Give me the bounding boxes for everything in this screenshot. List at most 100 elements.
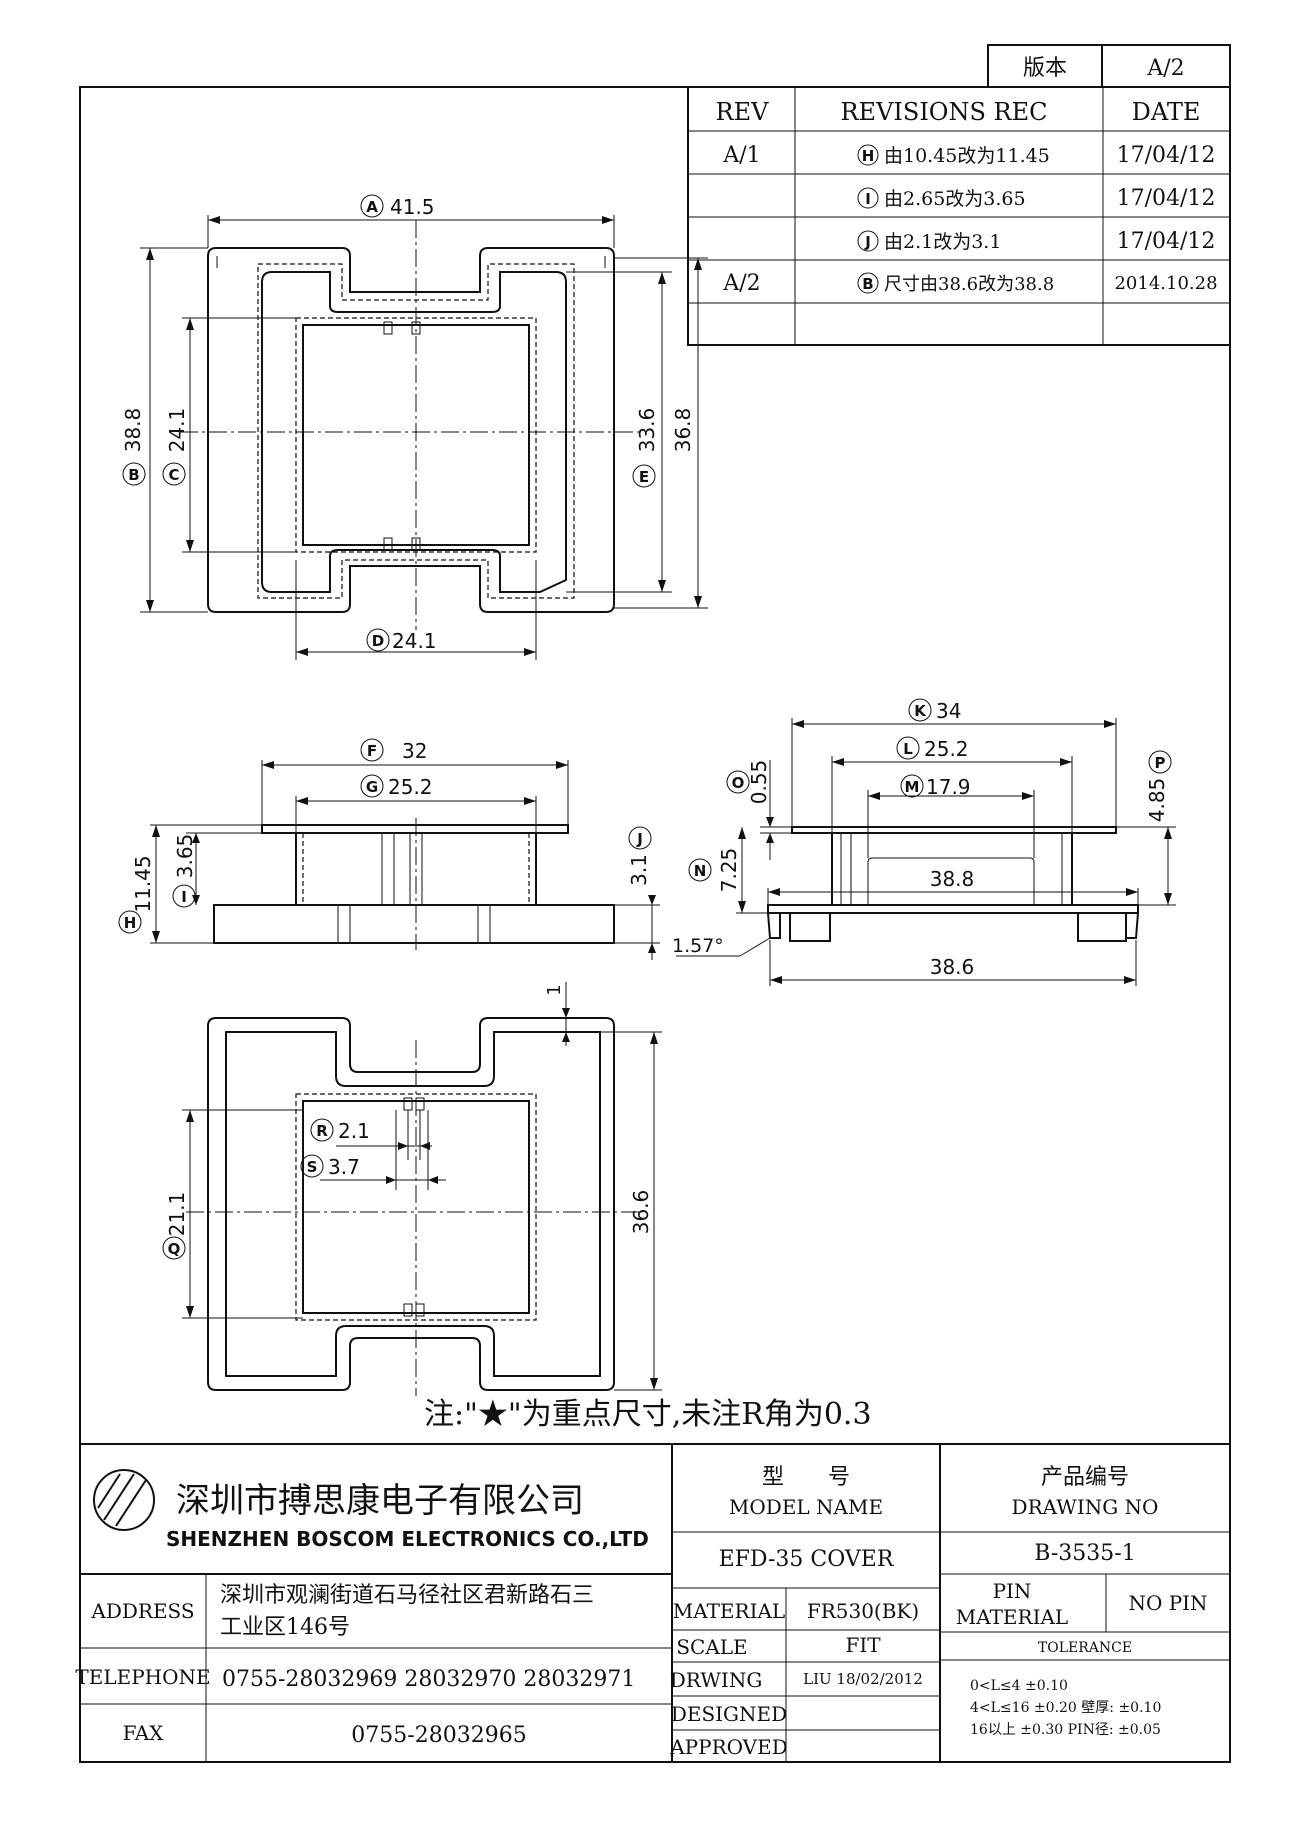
dim-value: 0.55 <box>747 760 771 805</box>
dim-tag: Q <box>168 1240 181 1258</box>
dim-tag: E <box>639 468 649 486</box>
tolerance-line: 4<L≤16 ±0.20 壁厚: ±0.10 <box>970 1700 1161 1716</box>
dim-tag-circle <box>900 774 924 798</box>
dim-tag: J <box>636 830 643 848</box>
drawing-note: 注:"★"为重点尺寸,未注R角为0.3 <box>424 1397 872 1432</box>
angle-value: 1.57° <box>672 935 724 957</box>
dim-tag: N <box>694 862 707 880</box>
version-box: 版本 A/2 <box>987 44 1231 88</box>
dim-tag-circle <box>628 826 652 850</box>
svg-text:17/04/12: 17/04/12 <box>1117 143 1216 168</box>
dim-value: 36.6 <box>629 1190 653 1235</box>
dim-tag-circle <box>360 774 384 798</box>
title-block: 深圳市搏思康电子有限公司 SHENZHEN BOSCOM ELECTRONICS… <box>75 1443 1230 1762</box>
pin-material-label-2: MATERIAL <box>956 1605 1068 1629</box>
version-value: A/2 <box>1146 56 1184 81</box>
dim-tag-circle <box>122 462 146 486</box>
dim-tag: D <box>372 632 384 650</box>
tolerance-label: TOLERANCE <box>1038 1640 1132 1656</box>
dim-tag: H <box>124 914 137 932</box>
dim-tag: M <box>905 778 920 796</box>
revision-row: I 由2.65改为3.65 17/04/12 <box>857 186 1216 211</box>
dim-tag: B <box>128 466 139 484</box>
revision-row: A/1 H 由10.45改为11.45 17/04/12 <box>722 143 1215 168</box>
svg-text:H: H <box>862 147 875 165</box>
dim-tag-circle <box>688 858 712 882</box>
side-view: K 34 L 25.2 M 17.9 0.55 O 7.25 <box>672 698 1176 986</box>
top-view: A 41.5 38.8 B 24.1 C D 24.1 <box>121 194 708 660</box>
model-label-cn: 型 号 <box>762 1465 850 1490</box>
dim-tag-circle <box>366 628 390 652</box>
model-value: EFD-35 COVER <box>719 1547 895 1572</box>
dim-value: 25.2 <box>924 737 969 761</box>
dim-tag: K <box>914 702 927 720</box>
dim-value: 1 <box>544 984 565 995</box>
dim-tag: I <box>181 888 187 906</box>
company-logo <box>93 1469 155 1531</box>
pin-material-value: NO PIN <box>1128 1591 1207 1615</box>
dim-tag: O <box>732 774 745 792</box>
drawing-no-label-cn: 产品编号 <box>1041 1465 1129 1490</box>
dim-value: 3.7 <box>328 1155 360 1179</box>
designed-label: DESIGNED <box>671 1702 787 1726</box>
svg-text:2014.10.28: 2014.10.28 <box>1114 273 1217 294</box>
drawing-by-label: DRWING <box>670 1668 763 1692</box>
dim-tag: A <box>366 198 378 216</box>
dim-value: 41.5 <box>390 195 435 219</box>
dim-value: 36.8 <box>671 408 695 453</box>
svg-text:17/04/12: 17/04/12 <box>1117 229 1216 254</box>
svg-text:由10.45改为11.45: 由10.45改为11.45 <box>884 145 1050 167</box>
dim-value: 21.1 <box>165 1192 189 1237</box>
version-label: 版本 <box>1023 56 1067 81</box>
revision-row: J 由2.1改为3.1 17/04/12 <box>857 229 1216 254</box>
dim-tag-circle <box>896 736 920 760</box>
scale-label: SCALE <box>676 1635 747 1659</box>
revision-row: A/2 B 尺寸由38.6改为38.8 2014.10.28 <box>722 271 1217 296</box>
svg-text:由2.1改为3.1: 由2.1改为3.1 <box>884 231 1001 253</box>
tolerance-line: 0<L≤4 ±0.10 <box>970 1678 1068 1694</box>
dim-tag-circle <box>162 1236 186 1260</box>
svg-text:J: J <box>864 233 871 251</box>
dim-value: 38.8 <box>121 408 145 453</box>
dim-tag: C <box>168 466 179 484</box>
dim-tag-circle <box>726 770 750 794</box>
dim-value: 24.1 <box>392 629 437 653</box>
dim-value: 2.1 <box>338 1119 370 1143</box>
dim-tag-circle <box>162 462 186 486</box>
dim-tag: F <box>367 742 377 760</box>
drawing-no-label-en: DRAWING NO <box>1012 1495 1159 1519</box>
material-value: FR530(BK) <box>807 1599 919 1623</box>
dim-value: 7.25 <box>717 848 741 893</box>
address-label: ADDRESS <box>90 1599 194 1623</box>
fax-label: FAX <box>123 1721 165 1745</box>
dim-value: 17.9 <box>926 775 971 799</box>
dim-tag-circle <box>857 187 879 209</box>
svg-text:I: I <box>865 190 871 208</box>
fax-value: 0755-28032965 <box>351 1723 526 1748</box>
svg-text:B: B <box>862 275 873 293</box>
telephone-value: 0755-28032969 28032970 28032971 <box>222 1667 635 1692</box>
dim-tag-circle <box>310 1118 334 1142</box>
dim-tag-circle <box>857 144 879 166</box>
telephone-label: TELEPHONE <box>75 1665 210 1689</box>
dim-tag-circle <box>857 230 879 252</box>
company-name-en: SHENZHEN BOSCOM ELECTRONICS CO.,LTD <box>166 1527 649 1551</box>
dim-value: 34 <box>936 699 961 723</box>
svg-text:尺寸由38.6改为38.8: 尺寸由38.6改为38.8 <box>884 274 1054 295</box>
dim-tag-circle <box>172 884 196 908</box>
dim-value: 33.6 <box>635 408 659 453</box>
dim-value: 11.45 <box>131 855 155 912</box>
dim-tag-circle <box>118 910 142 934</box>
dim-value: 38.6 <box>930 955 975 979</box>
svg-text:17/04/12: 17/04/12 <box>1117 186 1216 211</box>
dim-tag: G <box>366 778 378 796</box>
dim-value: 24.1 <box>165 408 189 453</box>
drawing-no-value: B-3535-1 <box>1034 1541 1135 1566</box>
dim-tag-circle <box>360 738 384 762</box>
company-name-cn: 深圳市搏思康电子有限公司 <box>176 1481 584 1521</box>
date-header: DATE <box>1132 98 1201 126</box>
rev-header: REV <box>716 98 770 126</box>
svg-text:A/2: A/2 <box>722 271 760 296</box>
sheet-border <box>79 86 1231 1763</box>
svg-text:A/1: A/1 <box>722 143 760 168</box>
